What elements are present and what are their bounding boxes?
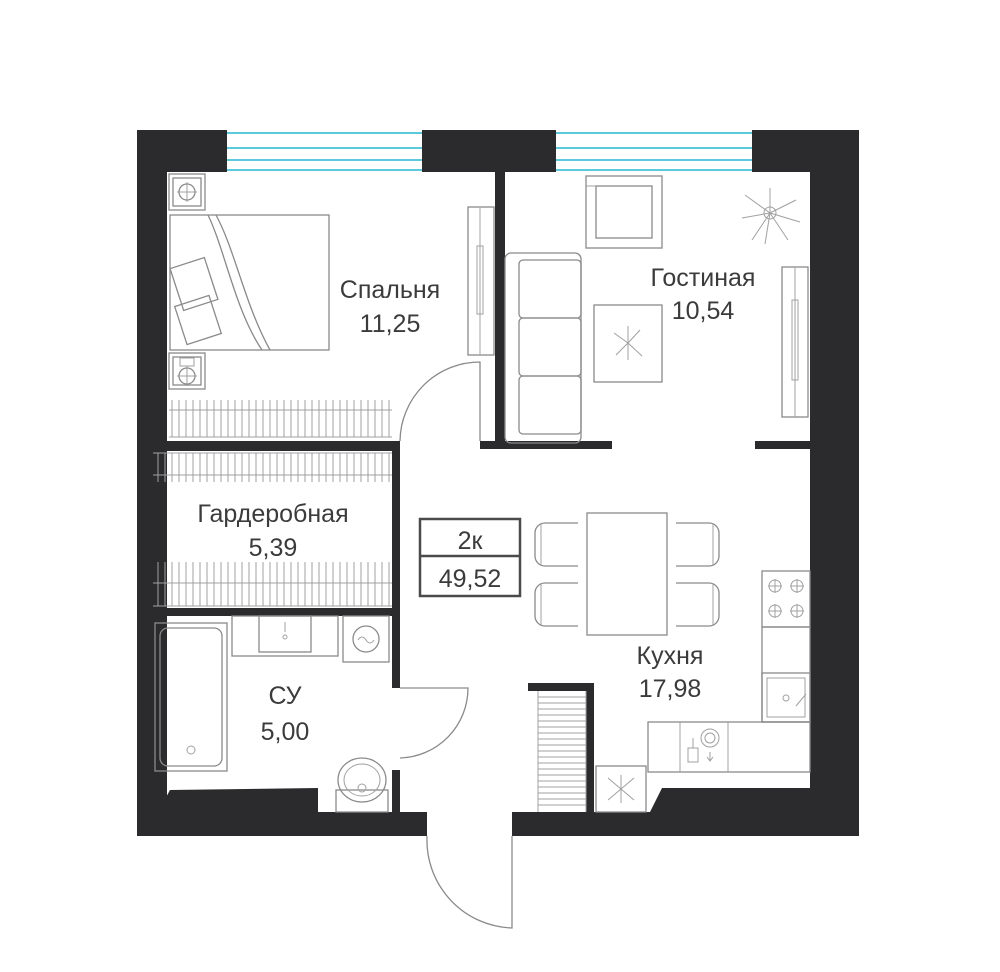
living-area: 10,54	[672, 297, 735, 325]
washing-machine	[342, 615, 390, 663]
toilet	[335, 757, 389, 813]
living-furniture	[504, 175, 809, 444]
living-window	[556, 132, 752, 171]
living-name: Гостиная	[651, 264, 756, 292]
total-area: 49,52	[439, 565, 502, 593]
sofa	[504, 252, 582, 444]
room-labels: Спальня 11,25 Гостиная 10,54 Гардеробная…	[197, 264, 755, 746]
summary-box: 2к 49,52	[418, 517, 522, 598]
chair-4	[676, 582, 720, 627]
chair-3	[676, 522, 720, 567]
bedroom-name: Спальня	[340, 276, 440, 304]
bed	[169, 214, 330, 351]
bathtub	[154, 622, 228, 772]
bathroom-furniture	[154, 615, 390, 813]
dining-table	[586, 512, 668, 636]
kitchen-name: Кухня	[637, 642, 704, 670]
bedroom-furniture	[168, 173, 495, 438]
nightstand-bottom	[168, 352, 206, 390]
windows	[227, 132, 752, 171]
chair-1	[534, 522, 578, 567]
nightstand-top	[168, 173, 206, 211]
stove	[761, 570, 811, 628]
shaft-hatch	[537, 691, 587, 812]
utility-cabinet	[595, 765, 647, 813]
tv-unit	[781, 266, 809, 418]
wardrobe-hanger-hatch	[157, 453, 390, 606]
bedroom-rail-hatch	[171, 400, 390, 437]
kitchen-furniture	[534, 512, 811, 813]
kitchen-counter	[647, 626, 811, 773]
armchair	[585, 175, 663, 249]
bedroom-area: 11,25	[360, 310, 421, 338]
room-count: 2к	[458, 527, 484, 555]
walls	[137, 130, 859, 836]
bedroom-hanger-rail	[169, 409, 392, 438]
bedroom-wardrobe	[467, 206, 495, 356]
bathroom-area: 5,00	[261, 718, 310, 746]
plant-icon	[741, 188, 801, 245]
dishwasher-icon	[687, 728, 720, 763]
chair-2	[534, 582, 578, 627]
wardrobe-area: 5,39	[249, 534, 298, 562]
bathroom-name: СУ	[268, 682, 301, 710]
wardrobe-furniture	[153, 452, 392, 607]
sink	[231, 615, 339, 657]
bedroom-window	[227, 132, 422, 171]
coffee-table	[593, 304, 663, 383]
kitchen-area: 17,98	[639, 675, 702, 703]
doors	[399, 361, 513, 929]
wardrobe-name: Гардеробная	[197, 500, 348, 528]
